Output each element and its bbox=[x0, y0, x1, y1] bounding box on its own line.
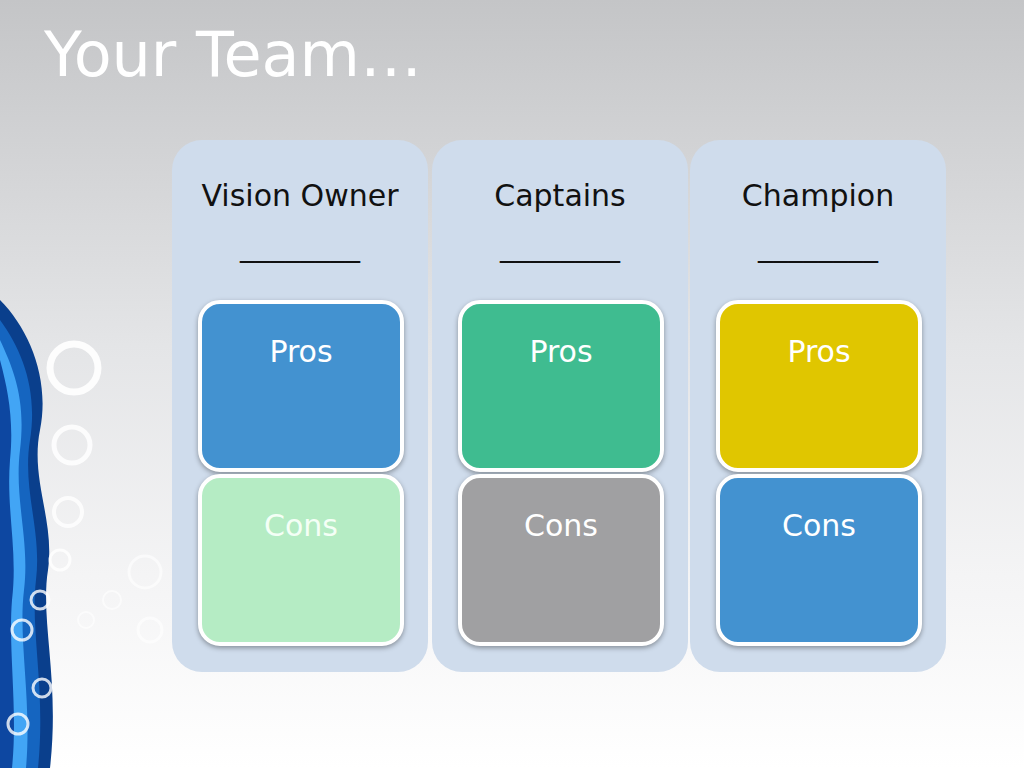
card-label: Pros bbox=[720, 334, 918, 369]
wave-band bbox=[0, 300, 53, 768]
pros-cons-card: Pros bbox=[458, 300, 664, 472]
pros-cons-card: Cons bbox=[198, 474, 404, 646]
name-blank: ________ bbox=[690, 228, 946, 263]
name-blank: ________ bbox=[432, 228, 688, 263]
role-column: Vision Owner ________ ProsCons bbox=[172, 140, 428, 672]
card-label: Cons bbox=[202, 508, 400, 543]
circle-decoration bbox=[8, 344, 162, 734]
card-label: Cons bbox=[720, 508, 918, 543]
role-column: Champion ________ ProsCons bbox=[690, 140, 946, 672]
slide-title: Your Team… bbox=[44, 18, 422, 91]
name-blank: ________ bbox=[172, 228, 428, 263]
wave-band bbox=[0, 360, 14, 768]
pros-cons-card: Cons bbox=[458, 474, 664, 646]
card-label: Pros bbox=[462, 334, 660, 369]
role-heading: Vision Owner bbox=[172, 178, 428, 213]
wave-band bbox=[0, 320, 40, 768]
role-column: Captains ________ ProsCons bbox=[432, 140, 688, 672]
pros-cons-card: Pros bbox=[198, 300, 404, 472]
card-label: Pros bbox=[202, 334, 400, 369]
pros-cons-card: Pros bbox=[716, 300, 922, 472]
role-heading: Captains bbox=[432, 178, 688, 213]
role-heading: Champion bbox=[690, 178, 946, 213]
card-label: Cons bbox=[462, 508, 660, 543]
pros-cons-card: Cons bbox=[716, 474, 922, 646]
wave-band bbox=[0, 340, 28, 768]
